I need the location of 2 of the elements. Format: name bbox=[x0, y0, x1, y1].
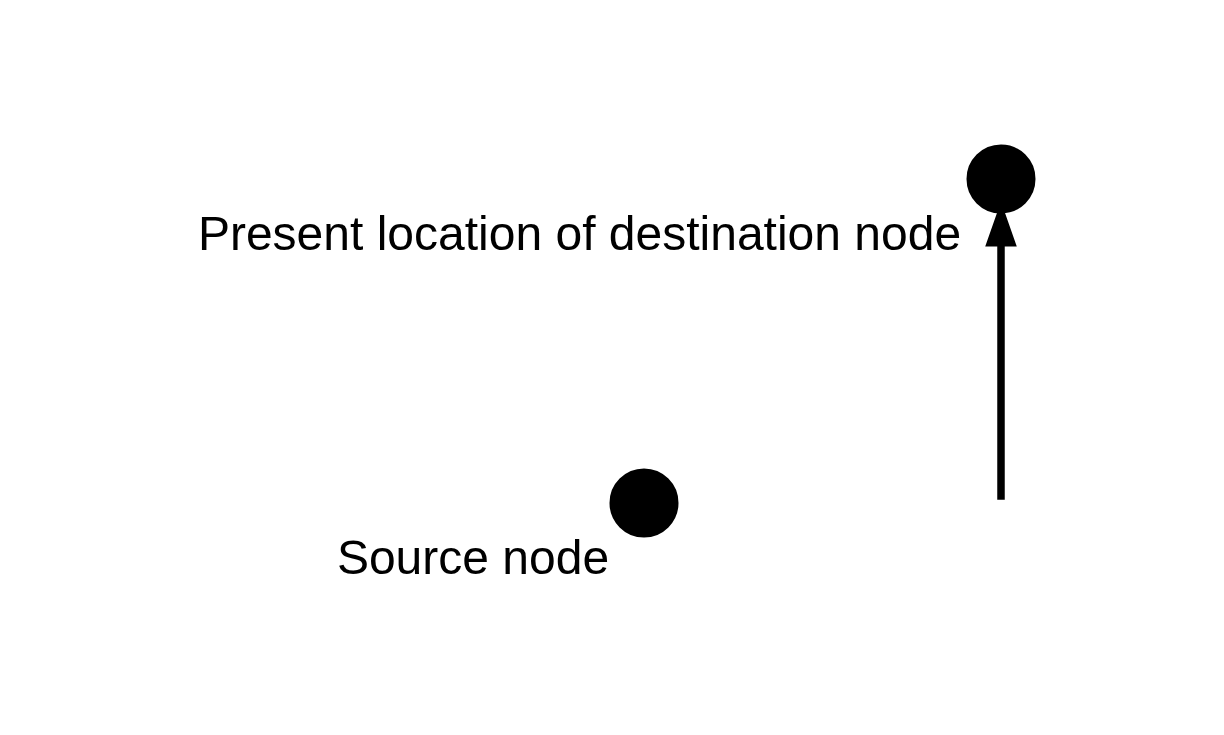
node-label: Present location of destination node bbox=[197, 206, 961, 260]
node-label: Source node bbox=[336, 530, 609, 584]
